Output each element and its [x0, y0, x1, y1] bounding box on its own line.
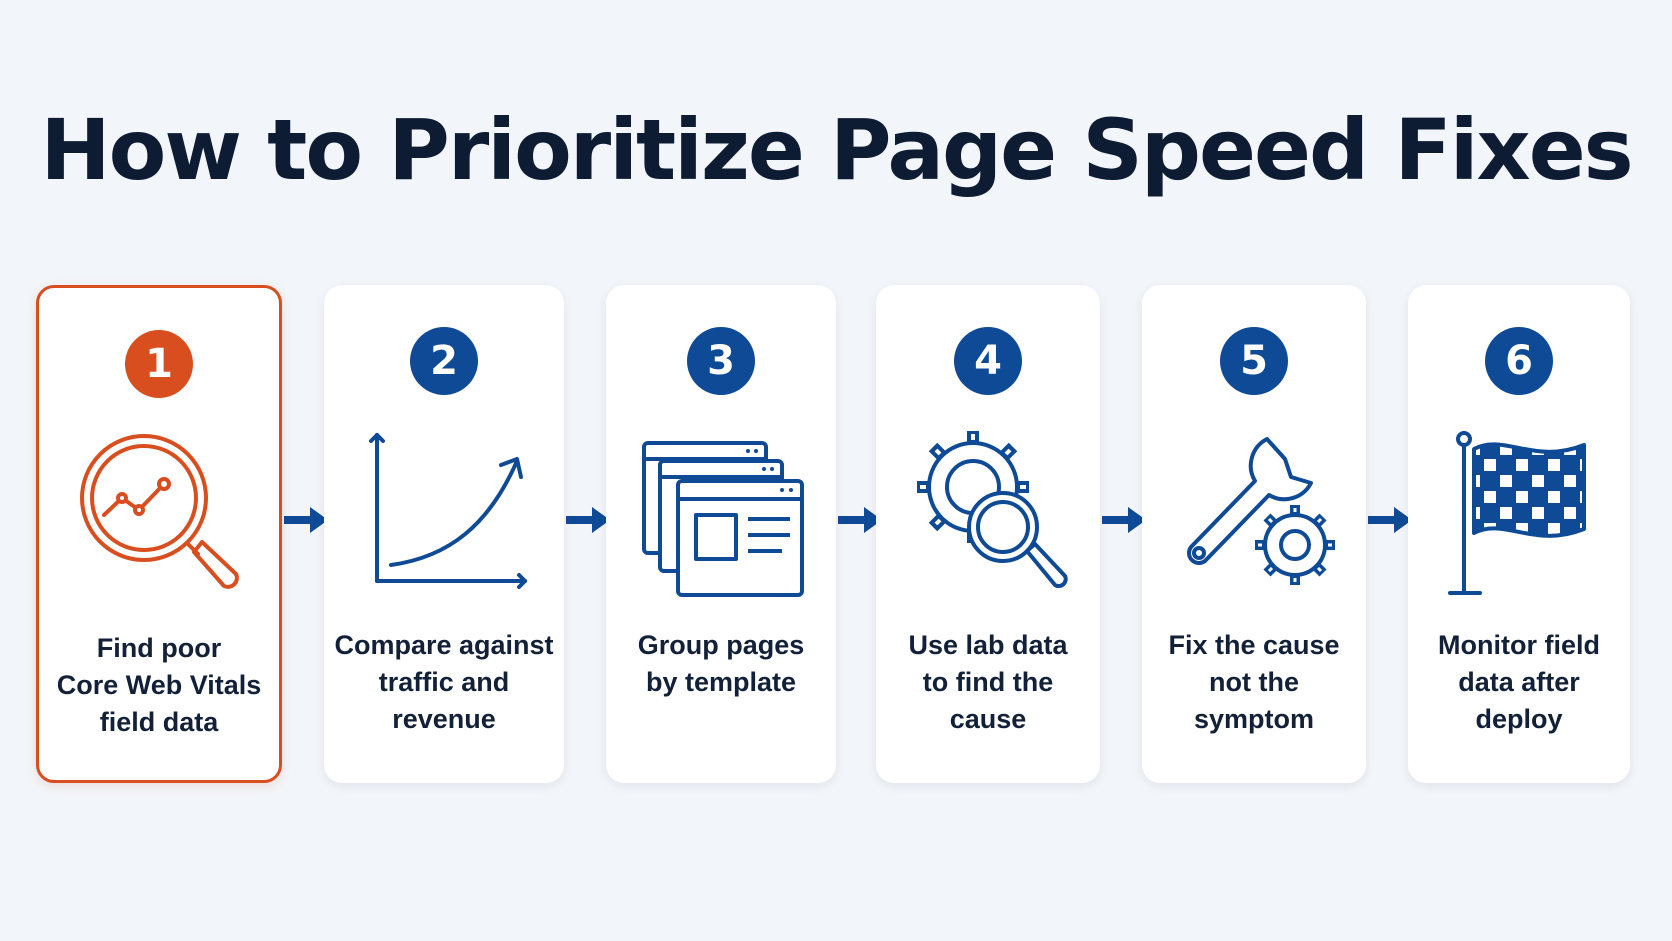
wrench-gear-icon — [1169, 425, 1339, 605]
arrow-right-icon — [1366, 502, 1414, 538]
step-number-badge: 2 — [410, 327, 478, 395]
step-card-1: 1 Find poor Core Web Vitals field data — [36, 285, 282, 783]
arrow-right-icon — [1100, 502, 1148, 538]
arrow-right-icon — [836, 502, 884, 538]
step-label: Fix the cause not the symptom — [1168, 630, 1340, 734]
step-number-badge: 6 — [1485, 327, 1553, 395]
magnifier-chart-icon — [74, 428, 244, 608]
stacked-windows-icon — [636, 425, 806, 605]
growth-chart-icon — [359, 425, 529, 605]
step-card-6: 6 Monitor field data after deploy — [1408, 285, 1630, 783]
step-card-3: 3 Group pages by template — [606, 285, 836, 783]
step-number-badge: 3 — [687, 327, 755, 395]
checkered-flag-icon — [1434, 425, 1604, 605]
step-number-badge: 5 — [1220, 327, 1288, 395]
step-label: Monitor field data after deploy — [1438, 630, 1600, 734]
step-label: Use lab data to find the cause — [908, 630, 1068, 734]
step-label: Find poor Core Web Vitals field data — [56, 633, 262, 737]
step-number-badge: 4 — [954, 327, 1022, 395]
step-label: Compare against traffic and revenue — [334, 630, 554, 734]
arrow-right-icon — [282, 502, 330, 538]
step-card-5: 5 — [1142, 285, 1366, 783]
step-card-4: 4 — [876, 285, 1100, 783]
step-label: Group pages by template — [637, 630, 805, 697]
step-card-2: 2 Compare against traffic and revenue — [324, 285, 564, 783]
arrow-right-icon — [564, 502, 612, 538]
step-number-badge: 1 — [125, 330, 193, 398]
gear-magnifier-icon — [903, 425, 1073, 605]
page-title: How to Prioritize Page Speed Fixes — [40, 101, 1633, 199]
